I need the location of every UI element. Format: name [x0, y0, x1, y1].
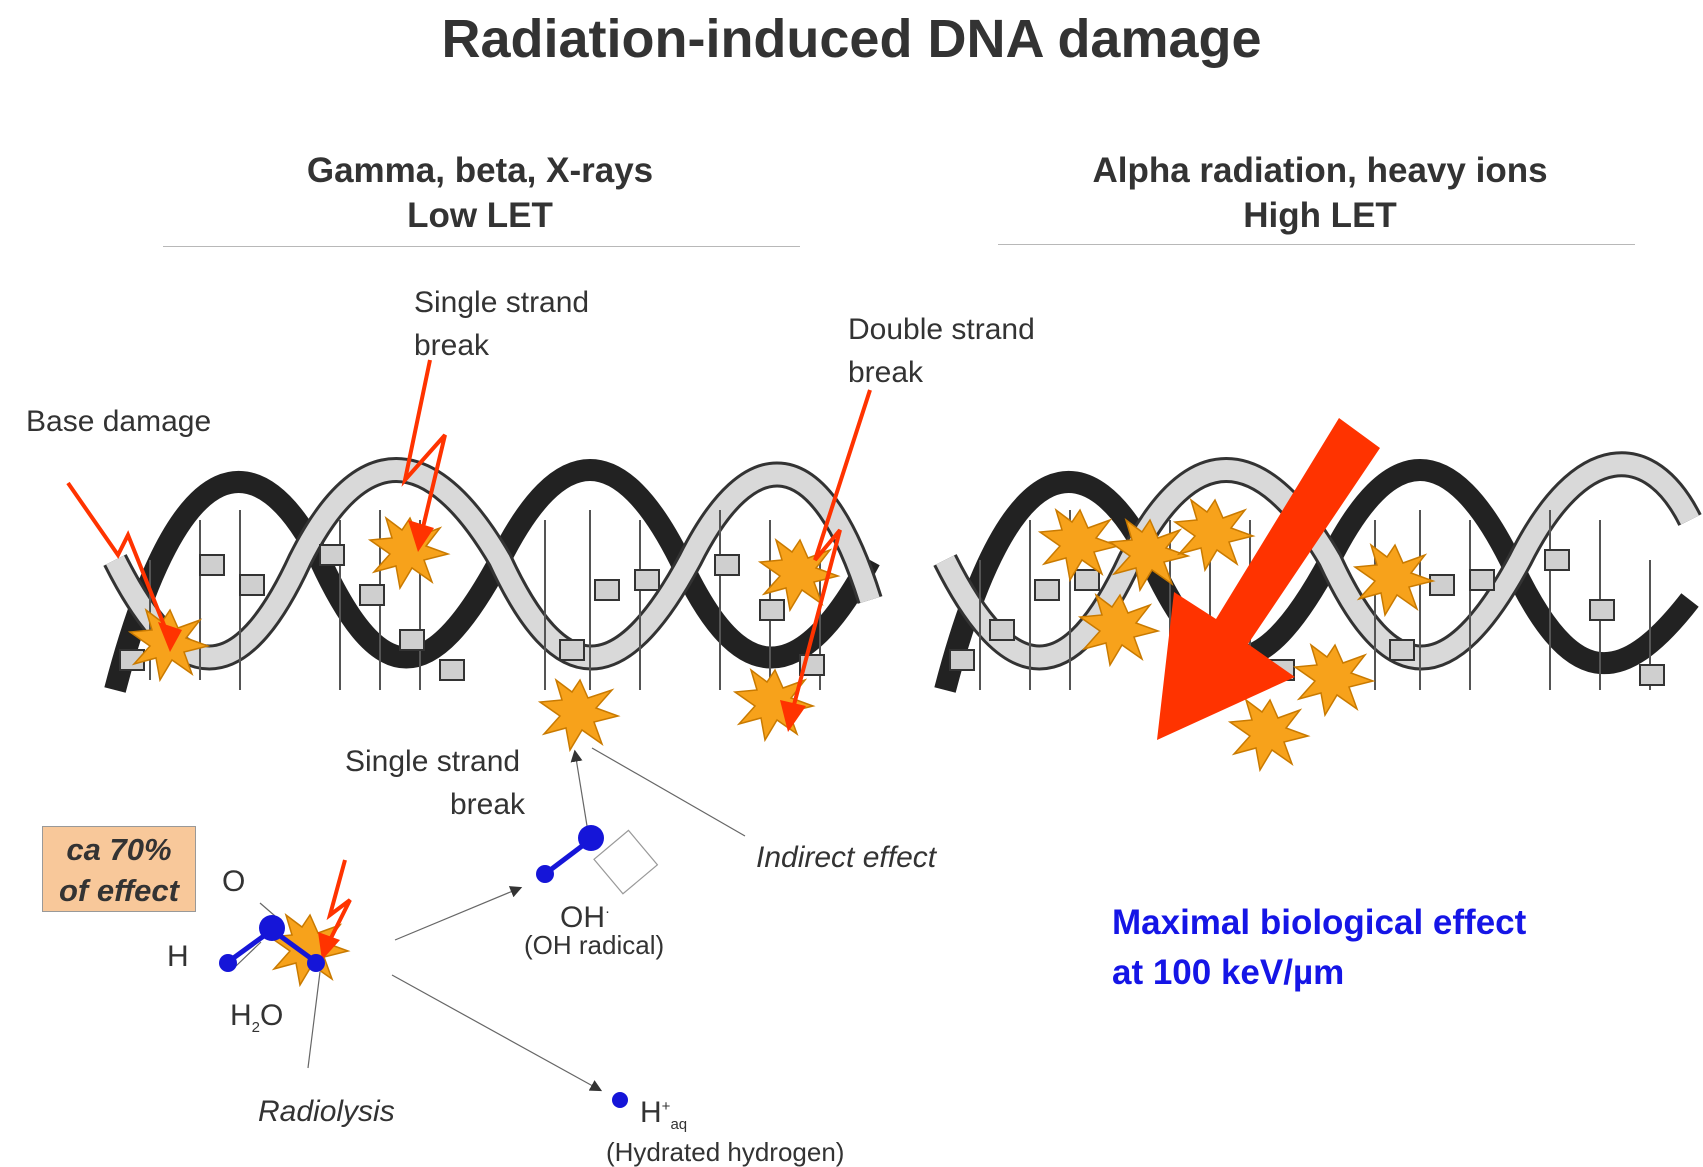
dna-helix-right	[933, 451, 1702, 693]
burst-group-right	[1037, 498, 1436, 773]
lightning-arrows	[66, 359, 872, 951]
lightning-base-damage	[66, 481, 172, 641]
right-divider	[998, 244, 1635, 245]
label-indirect-effect: Indirect effect	[756, 841, 937, 874]
burst-ssb-top	[367, 516, 451, 591]
box-line-2: of effect	[58, 873, 179, 908]
max-effect-line-2: at 100 keV/µm	[1112, 953, 1345, 992]
left-subheading: Low LET	[407, 196, 553, 235]
left-divider	[163, 246, 800, 247]
label-dsb-2: break	[848, 356, 924, 389]
lightning-radiolysis	[323, 859, 352, 951]
label-hplus: H+aq	[640, 1096, 688, 1133]
guide-lines	[235, 747, 746, 1092]
lightning-dsb	[788, 389, 872, 721]
right-subheading: High LET	[1243, 196, 1397, 235]
oh-radical-molecule	[536, 825, 604, 883]
lightning-heads	[158, 520, 806, 960]
label-oh: OH·	[560, 901, 610, 934]
max-effect-note: Maximal biological effect at 100 keV/µm	[1112, 898, 1526, 998]
label-water: H2O	[230, 999, 284, 1036]
label-ssb-top-1: Single strand	[414, 286, 590, 319]
max-effect-line-1: Maximal biological effect	[1112, 903, 1527, 942]
label-dsb-1: Double strand	[848, 313, 1035, 346]
label-ssb-top-2: break	[414, 329, 490, 362]
effect-percentage-box: ca 70% of effect	[42, 826, 196, 912]
label-oh-desc: (OH radical)	[524, 930, 665, 960]
label-radiolysis: Radiolysis	[258, 1095, 395, 1128]
hplus-atom	[612, 1092, 628, 1108]
lightning-ssb	[401, 359, 447, 541]
label-hydrogen: H	[167, 940, 189, 973]
dna-helix-left	[103, 457, 883, 693]
page-title: Radiation-induced DNA damage	[441, 9, 1262, 69]
burst-ssb-bottom	[537, 678, 621, 753]
label-oxygen: O	[222, 865, 246, 898]
box-line-1: ca 70%	[66, 832, 172, 867]
big-alpha-arrow	[1157, 418, 1380, 740]
left-heading: Gamma, beta, X-rays	[306, 151, 654, 190]
right-heading: Alpha radiation, heavy ions	[1092, 151, 1548, 190]
label-base-damage: Base damage	[26, 405, 212, 438]
label-ssb-bottom-1: Single strand	[345, 745, 521, 778]
water-molecule	[219, 915, 325, 972]
label-hplus-desc: (Hydrated hydrogen)	[606, 1137, 845, 1167]
label-ssb-bottom-2: break	[450, 788, 526, 821]
